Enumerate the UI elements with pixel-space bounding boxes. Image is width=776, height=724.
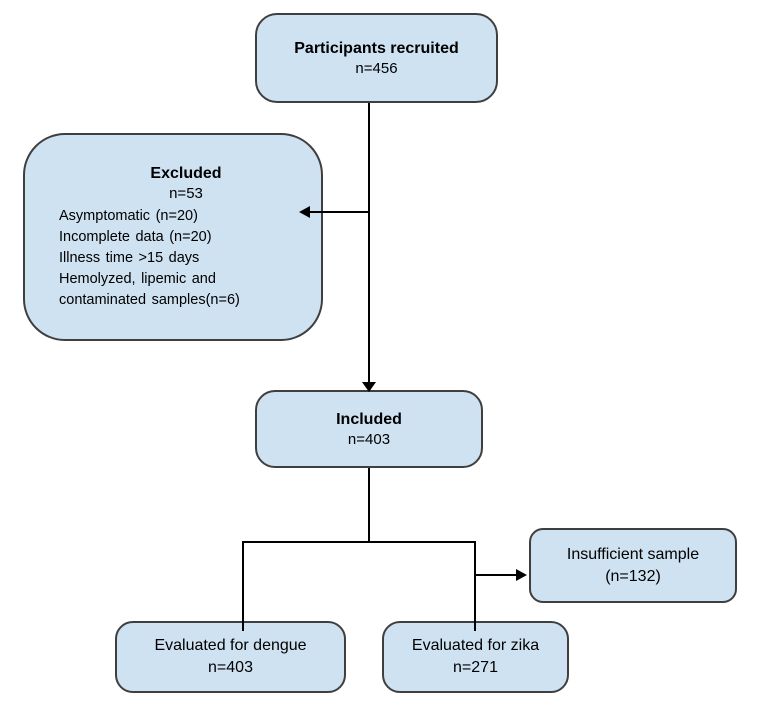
excluded-reason: Hemolyzed, lipemic and xyxy=(59,271,216,287)
box-evaluated-zika: Evaluated for zika n=271 xyxy=(382,621,569,693)
box-participants-recruited: Participants recruited n=456 xyxy=(255,13,498,103)
connector-branch-zika xyxy=(474,541,476,631)
excluded-title: Excluded xyxy=(150,165,222,182)
included-title: Included xyxy=(336,410,402,428)
excluded-reason: Illness time >15 days xyxy=(59,250,200,266)
box-evaluated-dengue: Evaluated for dengue n=403 xyxy=(115,621,346,693)
connector-included-branch-stem xyxy=(368,468,370,543)
connector-excluded-line xyxy=(308,211,370,213)
connector-recruited-included-line xyxy=(368,103,370,382)
recruited-title: Participants recruited xyxy=(294,39,459,57)
excluded-reason: Asymptomatic (n=20) xyxy=(59,208,198,224)
dengue-title: Evaluated for dengue xyxy=(154,637,307,654)
excluded-reason: contaminated samples(n=6) xyxy=(59,292,240,308)
arrowhead-left-icon xyxy=(299,206,310,218)
dengue-count: n=403 xyxy=(208,659,253,676)
insufficient-count: (n=132) xyxy=(605,567,661,585)
zika-count: n=271 xyxy=(453,659,498,676)
zika-title: Evaluated for zika xyxy=(411,637,540,654)
excluded-reason: Incomplete data (n=20) xyxy=(59,229,212,245)
connector-insufficient-line xyxy=(476,574,517,576)
recruited-count: n=456 xyxy=(355,59,398,77)
box-included: Included n=403 xyxy=(255,390,483,468)
connector-branch-dengue xyxy=(242,541,244,631)
included-count: n=403 xyxy=(347,430,391,448)
box-excluded: Excluded n=53 Asymptomatic (n=20) Incomp… xyxy=(23,133,323,341)
arrowhead-right-icon xyxy=(516,569,527,581)
box-insufficient-sample: Insufficient sample (n=132) xyxy=(529,528,737,603)
excluded-count: n=53 xyxy=(169,185,203,202)
connector-branch-bar xyxy=(242,541,476,543)
arrowhead-down-icon xyxy=(362,382,376,392)
insufficient-title: Insufficient sample xyxy=(566,545,700,563)
excluded-reasons-list: Asymptomatic (n=20) Incomplete data (n=2… xyxy=(59,206,313,311)
